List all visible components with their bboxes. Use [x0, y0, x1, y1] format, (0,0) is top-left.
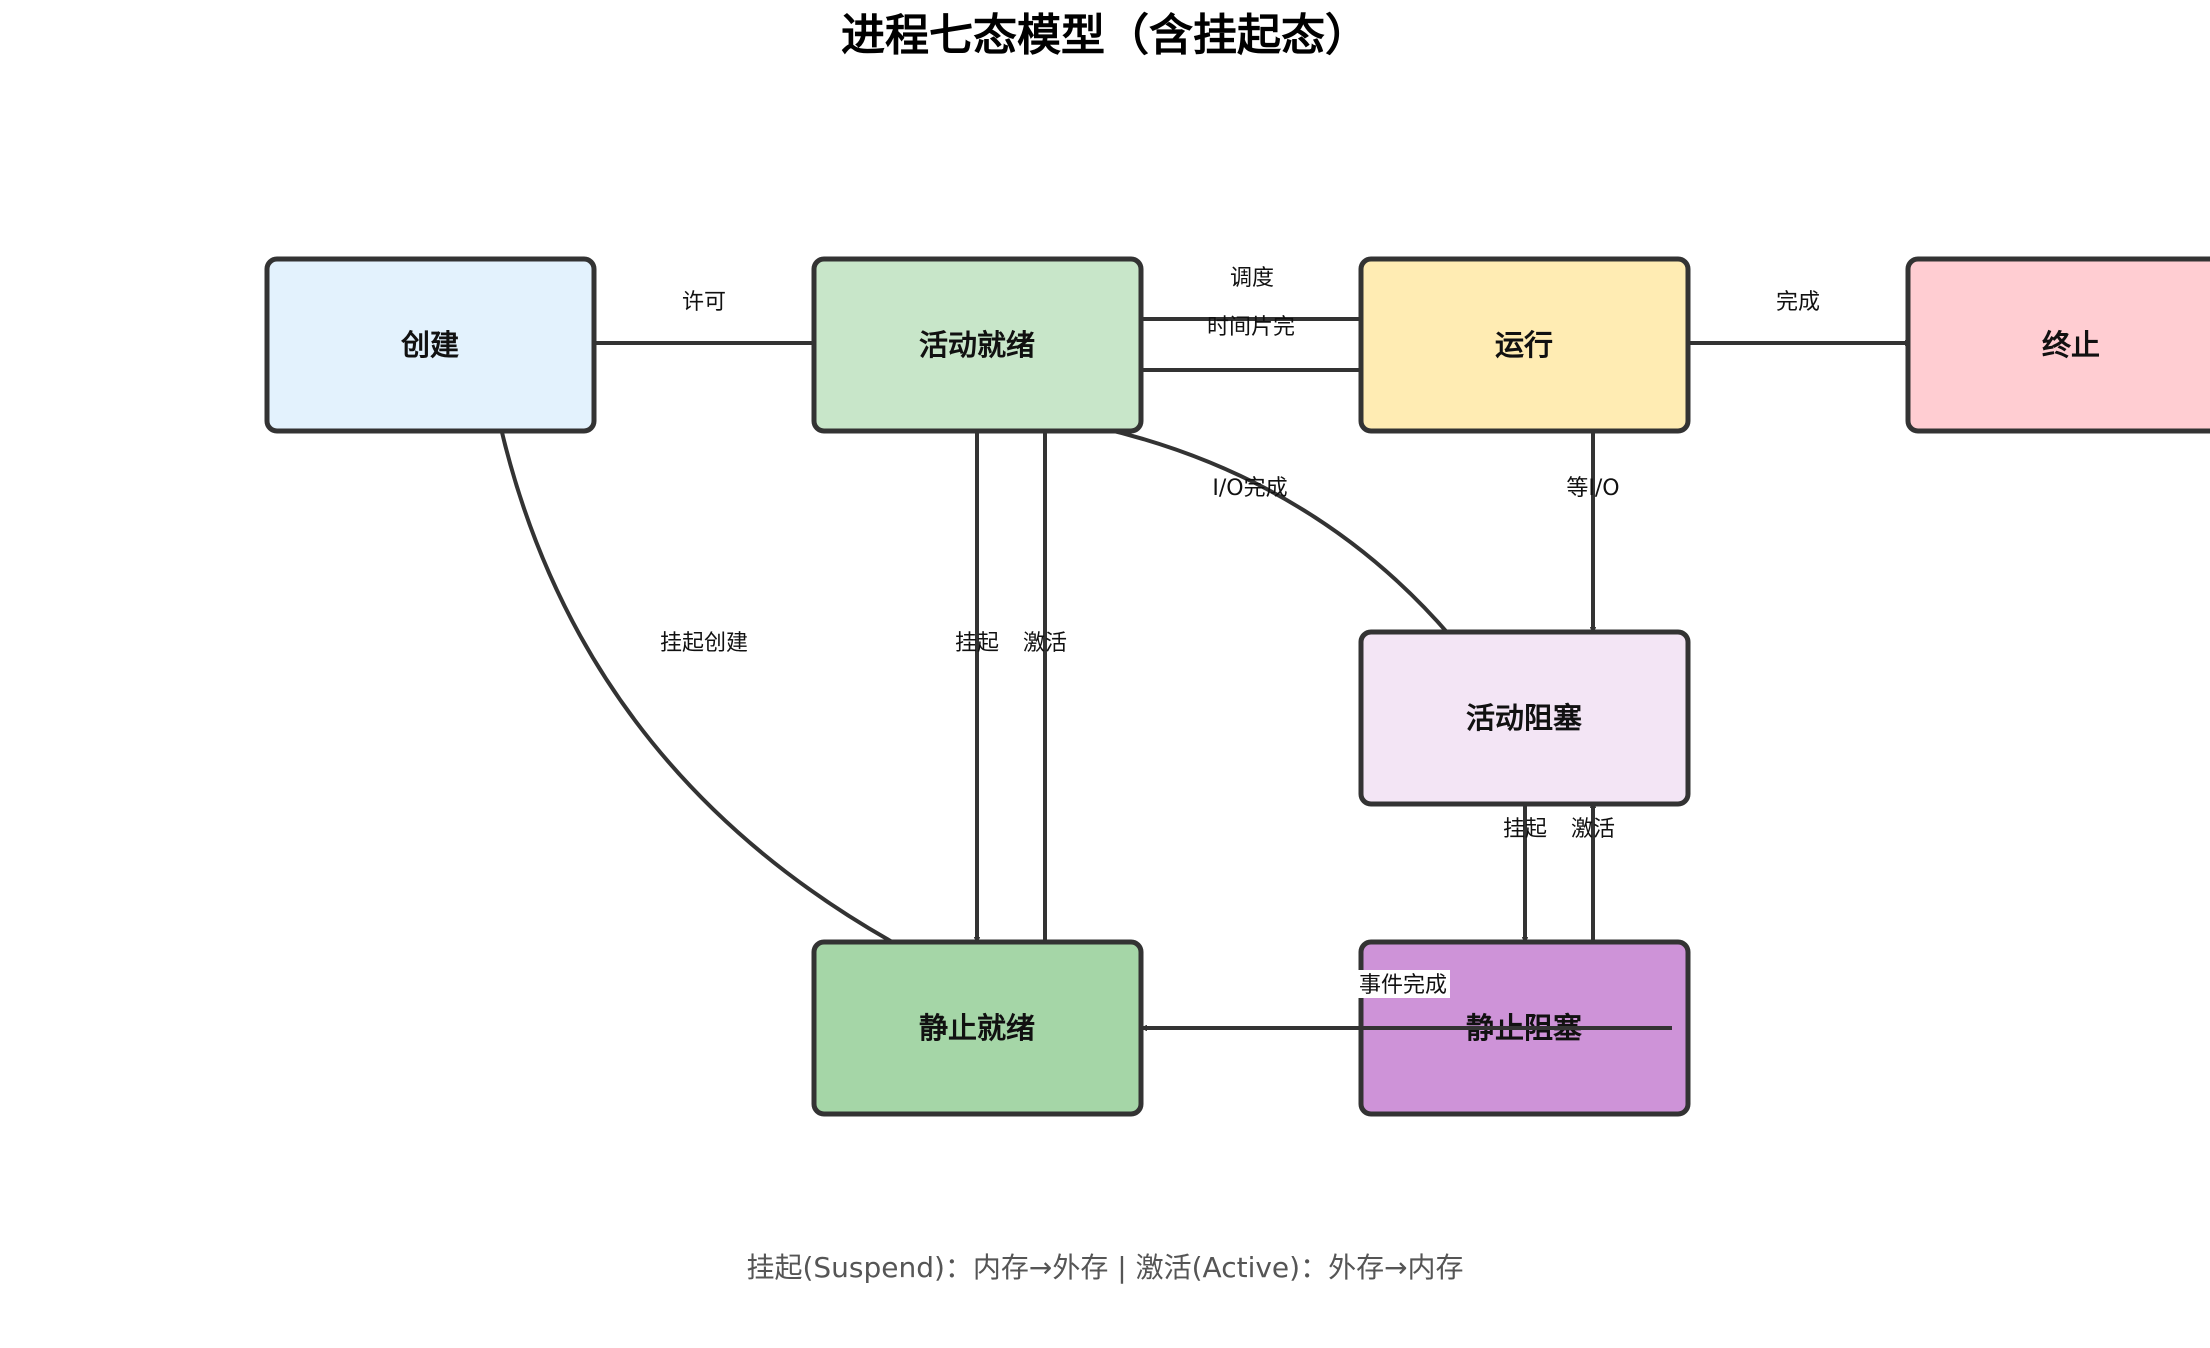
edge-label-activate-blocked: 激活: [1571, 817, 1615, 842]
node-blocked-active-label: 活动阻塞: [1466, 701, 1582, 735]
node-ready-active: 活动就绪: [811, 256, 1144, 434]
edge-label-timeout: 时间片完: [1207, 315, 1295, 340]
edge-label-event-done: 事件完成: [1359, 973, 1447, 998]
edge-io-done: [1052, 418, 1454, 640]
node-ready-suspend: 静止就绪: [811, 939, 1144, 1117]
footnote: 挂起(Suspend)：内存→外存 | 激活(Active)：外存→内存: [746, 1251, 1463, 1284]
node-blocked-active: 活动阻塞: [1358, 629, 1691, 807]
node-running-box: [1358, 256, 1691, 434]
edge-suspend-create: [498, 423, 904, 950]
nodes: 创建 活动就绪 运行 终止 活动阻塞 静止就绪 静止阻塞: [264, 256, 2210, 1117]
edge-label-suspend-ready: 挂起: [955, 631, 999, 656]
edge-label-activate-ready: 激活: [1023, 631, 1067, 656]
edge-label-dispatch: 调度: [1230, 266, 1274, 291]
edge-label-suspend-blocked: 挂起: [1503, 817, 1547, 842]
node-create-label: 创建: [400, 328, 459, 362]
edge-label-complete: 完成: [1776, 290, 1820, 315]
edge-label-io-wait: 等I/O: [1566, 476, 1619, 501]
diagram-title: 进程七态模型（含挂起态）: [841, 10, 1369, 61]
node-ready-active-box: [811, 256, 1144, 434]
node-terminate-label: 终止: [2042, 328, 2100, 362]
edges: [498, 319, 1910, 950]
node-ready-active-label: 活动就绪: [919, 328, 1035, 362]
node-create-box: [264, 256, 597, 434]
node-running-label: 运行: [1495, 328, 1553, 362]
node-terminate: 终止: [1905, 256, 2210, 434]
node-terminate-box: [1905, 256, 2210, 434]
edge-labels: 许可 调度 时间片完 完成 等I/O I/O完成 挂起创建 挂起 激活 挂起 激…: [660, 266, 1820, 998]
event-done-label-bg: [1356, 970, 1450, 998]
edge-label-admit: 许可: [682, 290, 726, 315]
node-ready-suspend-box: [811, 939, 1144, 1117]
node-ready-suspend-label: 静止就绪: [919, 1011, 1035, 1045]
node-running: 运行: [1358, 256, 1691, 434]
node-create: 创建: [264, 256, 597, 434]
node-blocked-active-box: [1358, 629, 1691, 807]
edge-label-suspend-create: 挂起创建: [660, 631, 748, 656]
edge-label-io-done: I/O完成: [1212, 476, 1287, 501]
